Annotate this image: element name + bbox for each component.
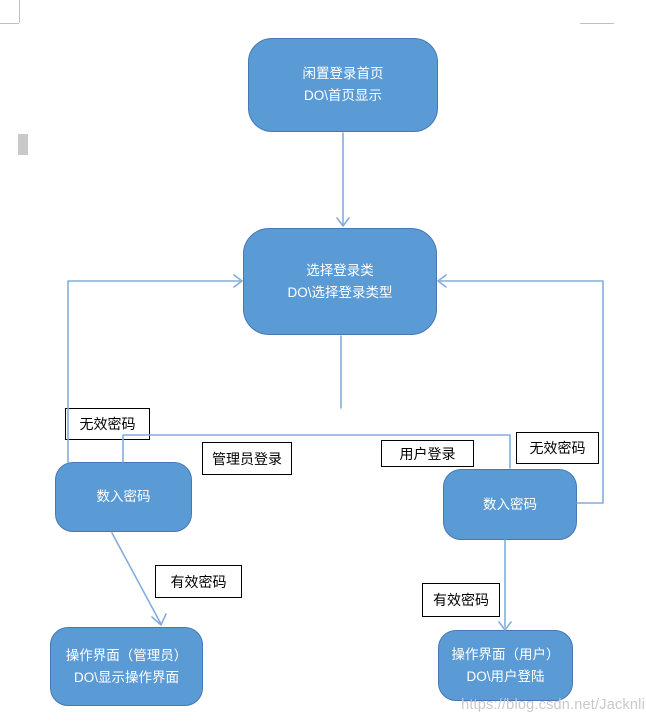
watermark: https://blog.csdn.net/Jacknli — [461, 697, 645, 713]
edge-label-text: 有效密码 — [170, 573, 227, 590]
connector-home-to-select — [336, 132, 350, 227]
node-home-line1: 闲置登录首页 — [302, 66, 384, 81]
page-margin-corner-vertical — [19, 0, 20, 23]
connector-valid-right-arrow — [498, 539, 512, 631]
page-edge-bar — [18, 134, 28, 155]
flowchart-node-admin-ui: 操作界面（管理员） DO\显示操作界面 — [50, 627, 203, 706]
edge-label-text: 有效密码 — [433, 592, 489, 608]
edge-label-valid-password-right: 有效密码 — [422, 583, 500, 617]
flowchart-node-admin-password: 数入密码 — [55, 462, 192, 532]
node-user-password-line1: 数入密码 — [483, 496, 537, 512]
node-select-line1: 选择登录类 — [306, 262, 374, 278]
flowchart-node-select-login-type: 选择登录类 DO\选择登录类型 — [243, 228, 437, 335]
node-select-line2: DO\选择登录类型 — [287, 284, 393, 300]
node-user-ui-line2: DO\用户登陆 — [466, 668, 545, 684]
flowchart-node-user-password: 数入密码 — [443, 469, 577, 540]
page-margin-corner-horizontal — [0, 23, 19, 24]
node-admin-password-line1: 数入密码 — [96, 489, 151, 504]
node-admin-ui-line2: DO\显示操作界面 — [73, 669, 179, 685]
flowchart-node-user-ui: 操作界面（用户） DO\用户登陆 — [438, 630, 573, 701]
node-admin-ui-line1: 操作界面（管理员） — [65, 647, 188, 663]
edge-label-text: 无效密码 — [79, 416, 136, 432]
node-user-ui-line1: 操作界面（用户） — [451, 646, 560, 662]
edge-label-invalid-password-right: 无效密码 — [516, 432, 599, 464]
edge-label-text: 无效密码 — [529, 440, 586, 456]
flowchart-node-home: 闲置登录首页 DO\首页显示 — [248, 38, 438, 132]
edge-label-valid-password-left: 有效密码 — [155, 565, 242, 598]
edge-label-text: 管理员登录 — [212, 450, 282, 467]
node-home-line2: DO\首页显示 — [303, 88, 382, 103]
edge-label-text: 用户登录 — [399, 445, 456, 462]
edge-label-admin-login: 管理员登录 — [202, 442, 292, 475]
page-margin-mark-topright — [580, 23, 614, 24]
edge-label-user-login: 用户登录 — [381, 440, 474, 467]
edge-label-invalid-password-left: 无效密码 — [65, 408, 150, 440]
